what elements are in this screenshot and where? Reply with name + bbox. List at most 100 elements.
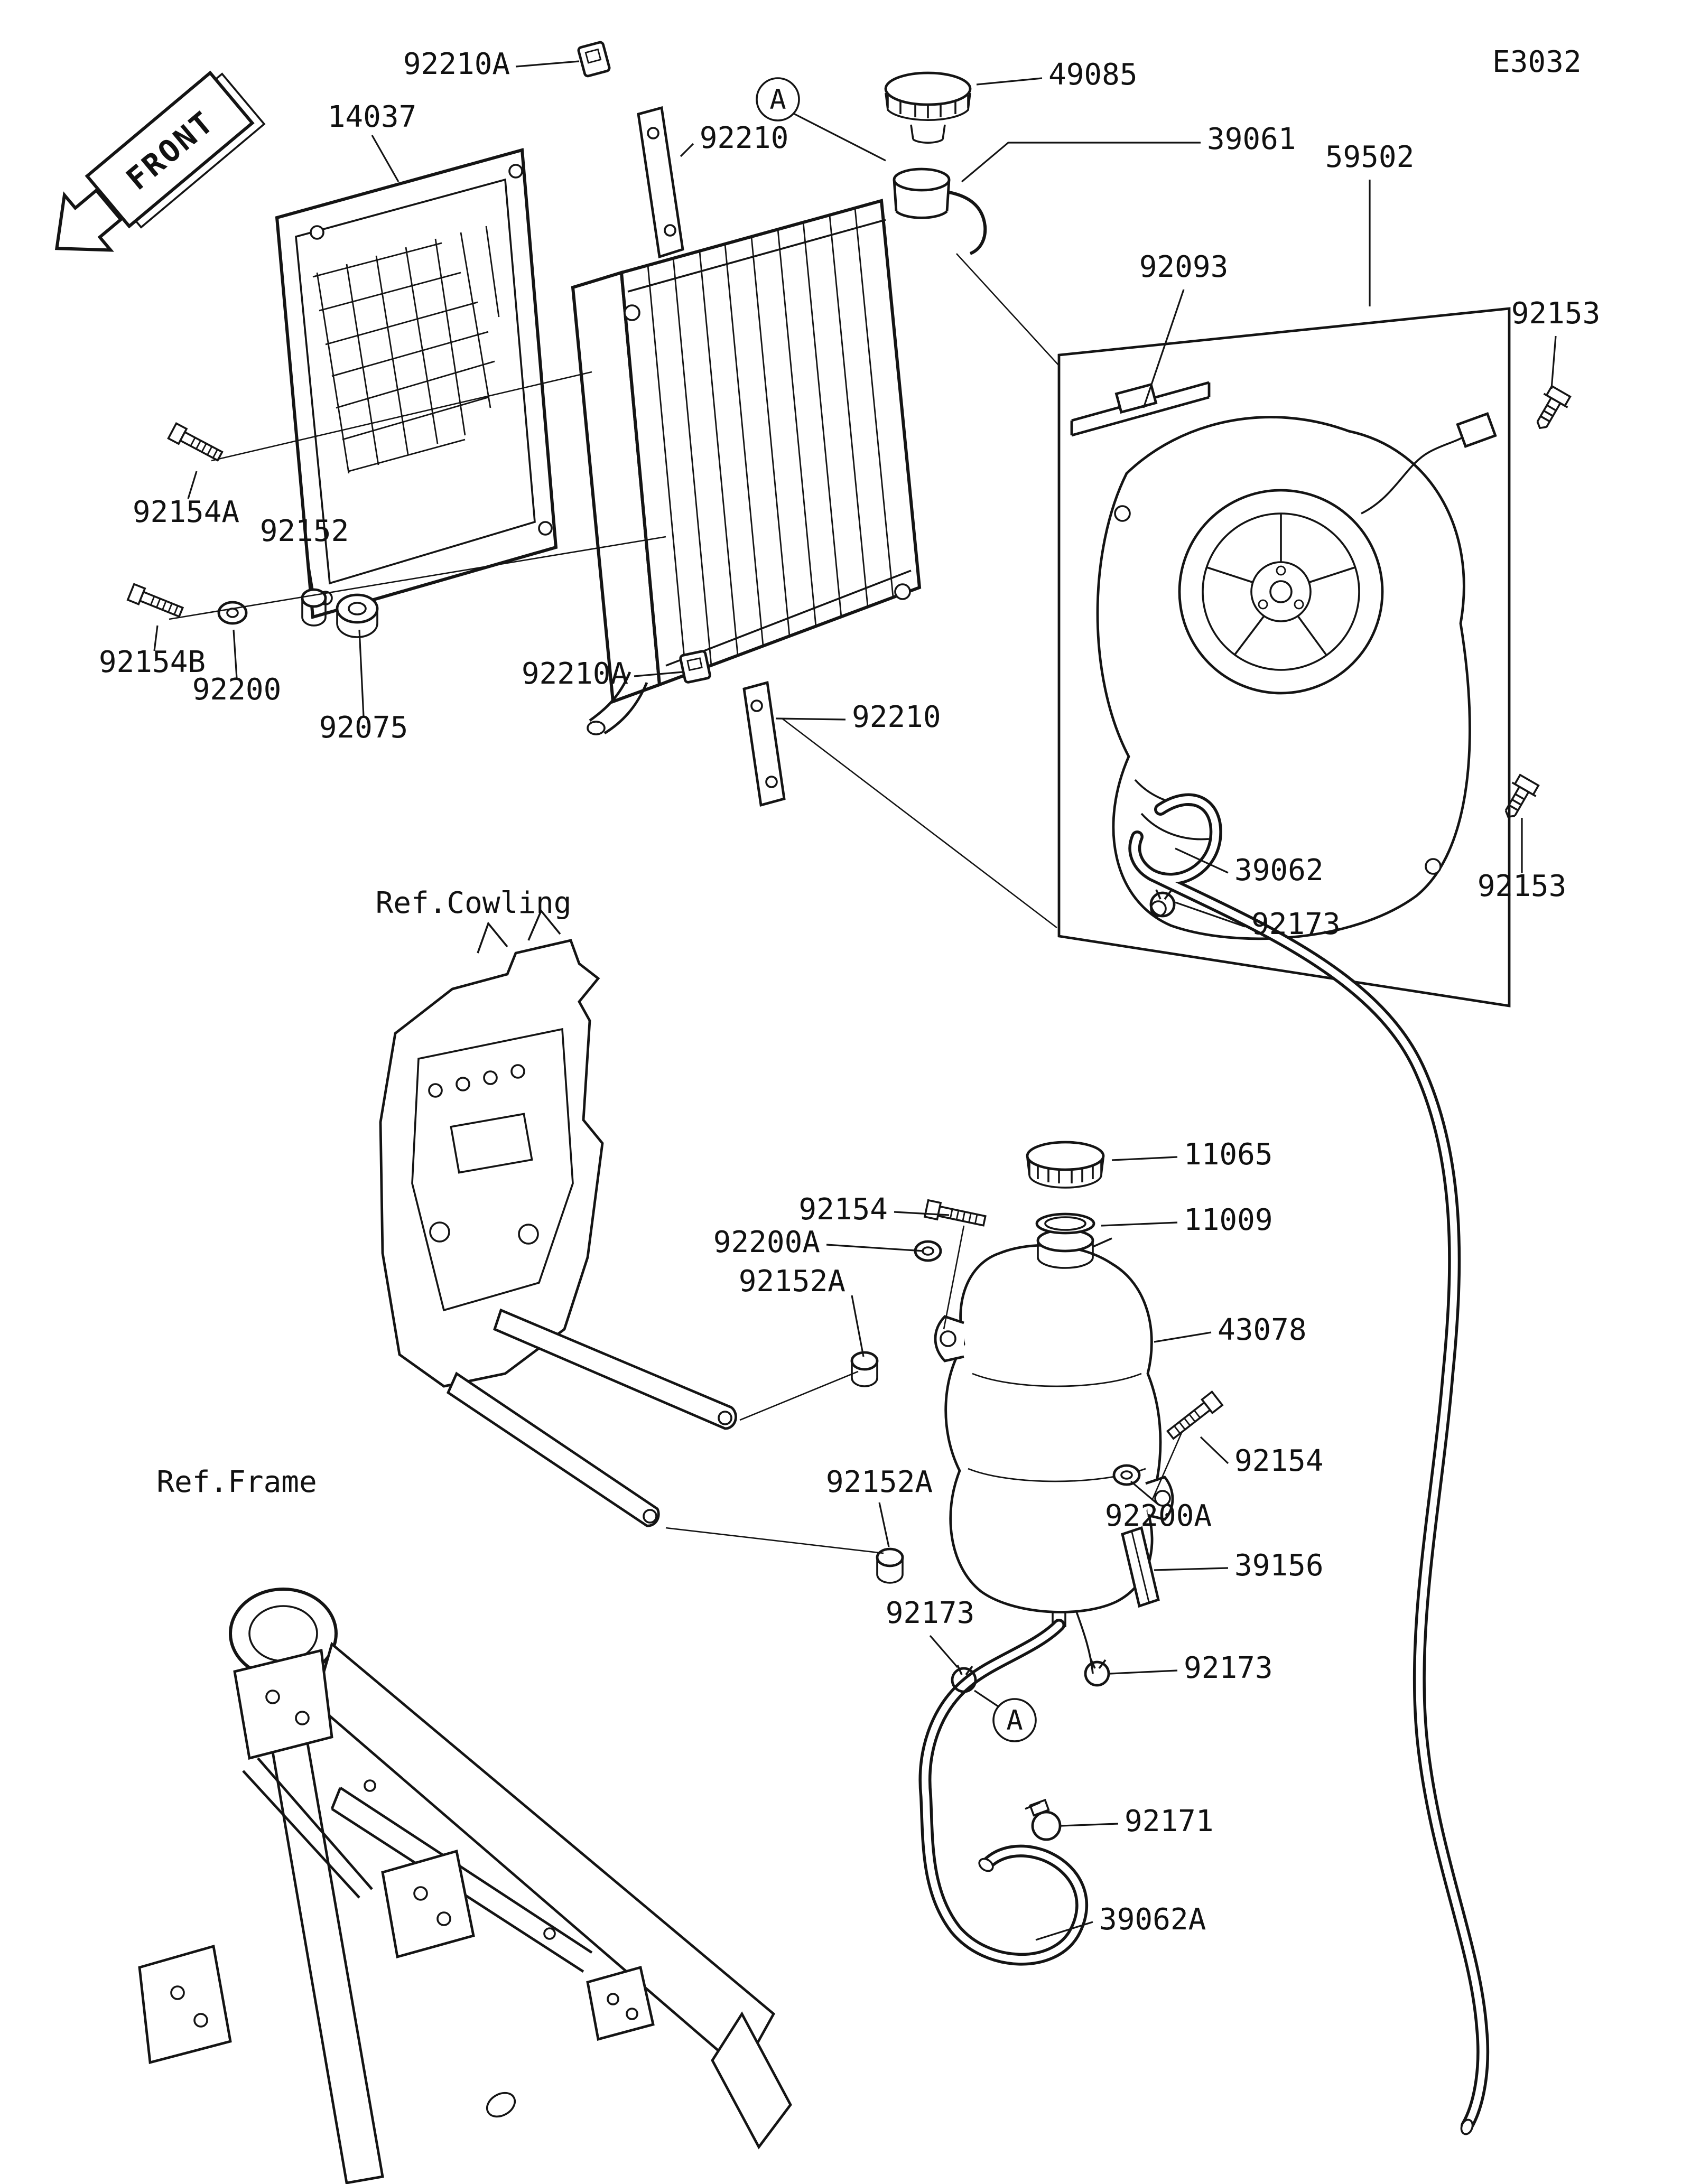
shroud-mount-hole [1114, 505, 1131, 522]
detail-marker-a2: A [992, 1698, 1037, 1742]
grommet-92075-drawing [336, 593, 379, 638]
hose-39062-drawing [1128, 793, 1490, 2135]
washer-92200a-1-drawing [914, 1240, 942, 1262]
part-label-11009: 11009 [1184, 1203, 1273, 1237]
bracket-block [1114, 382, 1158, 414]
tank-cap-skirt [1026, 1158, 1104, 1189]
pad-39156-drawing [1121, 1526, 1160, 1608]
bracket-hole [647, 127, 659, 139]
bracket-92210-top-drawing [637, 106, 684, 259]
part-label-92152a-1: 92152A [739, 1264, 846, 1299]
clip-slot [584, 48, 602, 64]
clamp-92173-1-drawing [1149, 889, 1176, 918]
part-label-92173-1: 92173 [1251, 907, 1341, 941]
detail-marker-circle [992, 1698, 1037, 1742]
part-label-92154-1: 92154 [798, 1192, 888, 1227]
screw-threads [1174, 1410, 1201, 1434]
bolt-flange [1543, 393, 1568, 408]
radiator-mount-hole [624, 304, 640, 321]
screw-threads [950, 1209, 978, 1224]
stay-inner-panel [411, 1028, 574, 1312]
screen-inner-frame [295, 178, 536, 585]
bracket-strip [637, 106, 684, 259]
left-plate [138, 1944, 232, 2065]
screw-threads [190, 437, 218, 458]
part-label-92153-top: 92153 [1511, 296, 1601, 331]
plate-hole [193, 2013, 208, 2028]
part-label-92173-3: 92173 [1184, 1651, 1273, 1685]
washer-outer [1112, 1464, 1141, 1486]
hose-main-inner [1148, 871, 1486, 2130]
part-label-92210-bot: 92210 [852, 700, 941, 734]
tank-body [944, 1244, 1162, 1613]
cowling-stay-drawing [379, 909, 737, 1527]
grommet-body [876, 1557, 904, 1584]
clamp-92173-3-drawing [1084, 1658, 1110, 1687]
hose-end-cap [1460, 2118, 1474, 2135]
overflow-elbow [949, 191, 987, 255]
tank-right-ear-hole [1154, 1490, 1171, 1507]
gasket-11009-drawing [1035, 1212, 1095, 1235]
washer-inner [1120, 1470, 1133, 1480]
grommet-top [850, 1351, 879, 1371]
grommet-body [851, 1361, 878, 1387]
grommet-92152a-2-drawing [876, 1547, 904, 1584]
gusset-hole [295, 1711, 310, 1725]
radiator-mount-hole [894, 583, 911, 600]
radiator-screen-drawing [275, 148, 558, 619]
screw-92154a-drawing [167, 422, 224, 462]
bolt-92154-2-drawing [1166, 1390, 1224, 1440]
tank-neck-body [1037, 1237, 1112, 1269]
bolt-shaft [1536, 397, 1562, 430]
radiator-tank-bands [627, 219, 912, 667]
bushing-body [301, 598, 327, 627]
part-label-92210-top: 92210 [700, 121, 789, 155]
shroud-mount-hole [1425, 858, 1442, 875]
head-gusset [233, 1649, 333, 1760]
clip-slot [686, 657, 703, 671]
stay-arm-2-hole [643, 1509, 657, 1524]
cap-top [884, 71, 972, 106]
screw-threads [150, 596, 179, 614]
part-label-92210a-bot: 92210A [522, 657, 628, 691]
grommet-body [336, 609, 378, 638]
bolt-shaft [1504, 786, 1530, 818]
washer-92200a-2-drawing [1112, 1464, 1141, 1486]
bracket-hole [607, 1993, 619, 2005]
part-label-59502: 59502 [1325, 140, 1415, 174]
stay-arm-2 [446, 1371, 660, 1527]
hose-39062a-drawing [918, 1619, 1089, 1966]
hose-inner [922, 1621, 1085, 1963]
fan-connector [1456, 412, 1497, 449]
screen-tab-hole [310, 225, 324, 240]
part-label-39062a: 39062A [1099, 1902, 1206, 1937]
clamp-tails [1090, 1658, 1107, 1669]
part-label-92200: 92200 [192, 673, 282, 707]
screw-shaft [1166, 1401, 1212, 1440]
clip-body [577, 41, 611, 78]
main-beam [313, 1641, 776, 2073]
fan-assembly-drawing [1057, 307, 1511, 1007]
assembly-axis-lines [169, 253, 1183, 1554]
tank-right-ear [1145, 1476, 1174, 1521]
bracket-92210-bottom-drawing [742, 680, 786, 807]
screw-shaft [138, 591, 184, 618]
gusset-hole [265, 1690, 280, 1704]
radiator-cap-drawing [884, 71, 972, 144]
bracket-hole [750, 699, 763, 712]
part-label-92200a-2: 92200A [1105, 1499, 1212, 1533]
fan-hub [1250, 561, 1312, 622]
filler-neck-top [893, 167, 951, 192]
bolt-flange [1511, 781, 1537, 797]
cap-knurl [887, 95, 969, 118]
clamp-band [1031, 1810, 1062, 1841]
grommet-top [876, 1547, 904, 1567]
leader-lines [153, 60, 1557, 1941]
part-label-39062: 39062 [1234, 853, 1324, 888]
ref-label-cowling: Ref.Cowling [376, 886, 572, 920]
screen-mesh [312, 226, 500, 474]
bolt-92153-top-drawing [1536, 385, 1572, 430]
part-label-92152: 92152 [260, 514, 349, 548]
bracket-strip [742, 680, 786, 807]
